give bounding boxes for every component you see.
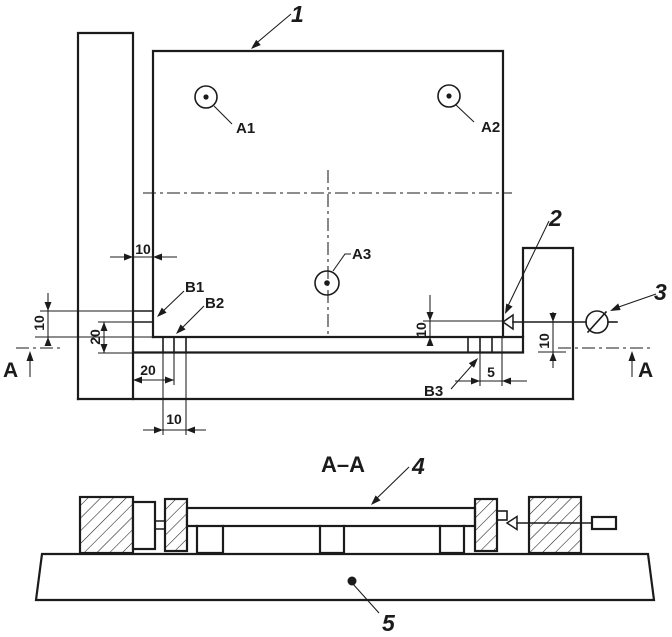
right-stop-icon [505, 515, 518, 531]
straightedge-foot [438, 524, 466, 555]
section-arrowhead-right [628, 351, 636, 361]
dim-arrow [44, 337, 52, 346]
leader-arrowhead [468, 358, 478, 368]
point-label-b1: B1 [185, 279, 204, 296]
part-label-surface-plate: 5 [382, 610, 396, 636]
a3-target-dot [324, 280, 330, 286]
straightedge-foot [318, 524, 346, 555]
leader-part-3 [612, 293, 657, 310]
section-view: A–A 4 5 [34, 452, 656, 636]
leader-part-4 [372, 466, 410, 503]
dim-arrow [153, 253, 162, 261]
section-arrowhead-left [26, 351, 34, 361]
left-clamp-pad [131, 500, 157, 551]
part-label-plate: 1 [291, 1, 304, 27]
dim-arrow [471, 377, 480, 385]
left-clamp-jaw [163, 497, 189, 553]
dim-pad-to-rail: 20 [87, 329, 103, 345]
point-label-b3: B3 [424, 383, 443, 400]
leader-b3 [450, 362, 475, 390]
plate-outline [151, 49, 505, 339]
dim-plate-to-rail: 10 [413, 322, 429, 338]
dim-edge-clearance: 5 [487, 364, 495, 380]
dim-arrow [186, 426, 195, 434]
a1-target-circle [194, 85, 218, 109]
dim-arrow [133, 376, 142, 384]
dim-pad-height: 10 [31, 315, 47, 331]
point-label-a3: A3 [352, 246, 371, 263]
leader-a1 [213, 105, 233, 125]
leader-arrowhead [176, 324, 186, 334]
dim-gap-top: 10 [135, 241, 151, 257]
leader-part-5 [352, 583, 380, 614]
dim-arrow [154, 426, 163, 434]
section-title: A–A [321, 452, 365, 477]
leader-arrowhead [157, 307, 167, 317]
dim-arrow [44, 302, 52, 311]
leader-a3 [332, 253, 351, 272]
section-letter-left: A [3, 359, 18, 382]
section-letter-right: A [638, 359, 653, 382]
leader-part-1 [252, 13, 292, 47]
dim-arrow [100, 344, 108, 353]
dim-arrow [124, 253, 133, 261]
dim-arrow [549, 313, 557, 322]
left-clamp-screw [154, 520, 166, 530]
part-label-stop: 2 [548, 205, 562, 231]
a3-target-circle [314, 270, 340, 296]
a2-target-dot [446, 93, 452, 99]
leader-part-2 [505, 220, 550, 311]
a2-target-circle [437, 84, 461, 108]
leader-arrowhead [371, 495, 381, 505]
leader-arrowhead [505, 303, 513, 314]
leader-arrowhead [610, 303, 621, 311]
right-stop-column [521, 246, 575, 401]
left-clamp-body [78, 495, 135, 555]
point-label-a2: A2 [481, 119, 500, 136]
part-label-straightedge: 4 [411, 453, 425, 479]
main-view: 10 10 20 20 10 10 [3, 1, 667, 435]
dim-arrow [100, 322, 108, 331]
straightedge-foot [195, 524, 225, 555]
base-plate-section [34, 552, 656, 602]
dim-stop-height: 10 [536, 333, 552, 349]
locating-stop-icon [501, 313, 514, 331]
dim-arrow [426, 312, 434, 321]
clamp-icon [585, 310, 609, 334]
dim-arrow [502, 377, 511, 385]
right-clamp-screw-head [590, 515, 618, 531]
dim-arrow [549, 352, 557, 361]
dim-block-width: 10 [166, 411, 182, 427]
right-clamp-body [527, 495, 583, 555]
leader-a2 [455, 104, 475, 123]
part-label-clamp: 3 [654, 279, 667, 305]
clamp-icon-slash [586, 310, 608, 334]
point-label-a1: A1 [236, 120, 255, 137]
right-clamp-jaw [473, 497, 499, 553]
a1-target-dot [203, 94, 209, 100]
leader-arrowhead [251, 39, 261, 49]
left-stop-column [76, 31, 135, 401]
dim-arrow [426, 337, 434, 346]
right-stop-step [496, 510, 508, 521]
leader-b2 [178, 305, 205, 332]
dim-arrow [165, 376, 174, 384]
base-reference-dot [347, 576, 357, 586]
straightedge-bar [185, 506, 477, 528]
point-label-b2: B2 [205, 295, 224, 312]
dim-block-offset: 20 [140, 362, 156, 378]
